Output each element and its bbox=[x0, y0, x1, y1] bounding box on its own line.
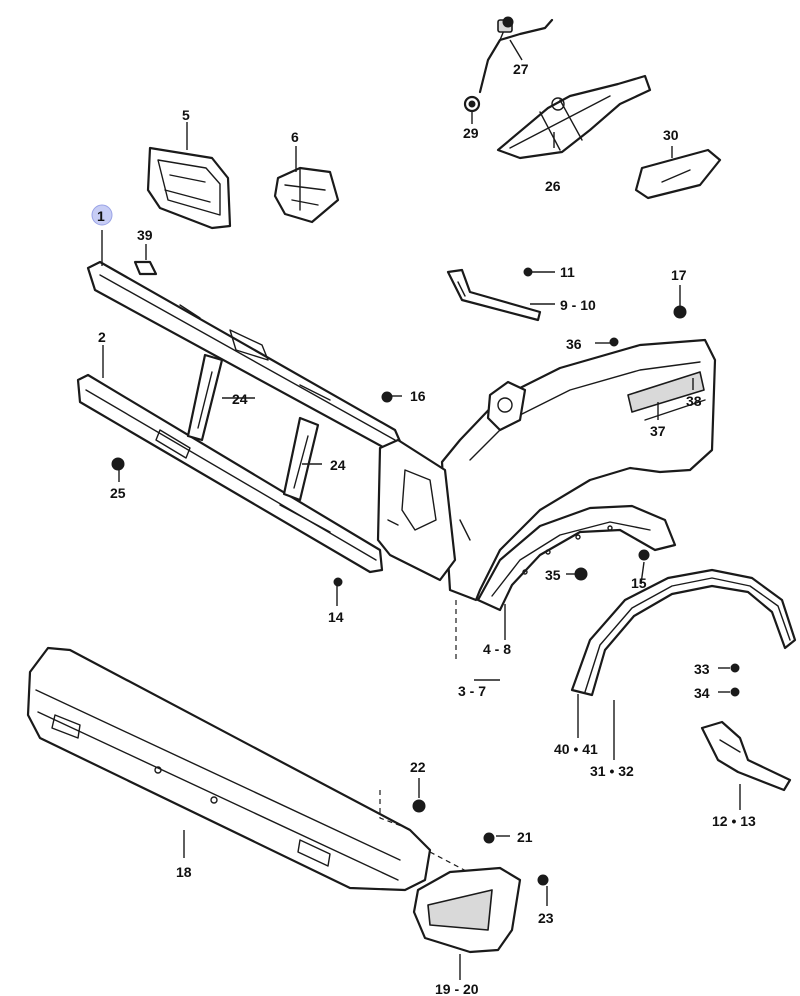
callout-16: 16 bbox=[410, 388, 426, 404]
fasteners bbox=[111, 16, 740, 886]
callout-27: 27 bbox=[513, 61, 529, 77]
callout-1: 1 bbox=[97, 208, 105, 224]
callout-29: 29 bbox=[463, 125, 479, 141]
callout-37: 37 bbox=[650, 423, 666, 439]
jack-cover bbox=[634, 148, 722, 200]
radiator-side-brace-left bbox=[186, 353, 224, 442]
leader-lines bbox=[101, 39, 741, 980]
callout-21: 21 bbox=[517, 829, 533, 845]
callout-31-32: 31 • 32 bbox=[590, 763, 634, 779]
wheel-arch-moulding bbox=[570, 568, 797, 697]
callout-17: 17 bbox=[671, 267, 687, 283]
grommet bbox=[463, 95, 481, 113]
callout-22: 22 bbox=[410, 759, 426, 775]
callout-9-10: 9 - 10 bbox=[560, 297, 596, 313]
callout-14: 14 bbox=[328, 609, 344, 625]
callout-38: 38 bbox=[686, 393, 702, 409]
callout-24b: 24 bbox=[330, 457, 346, 473]
fender-apron bbox=[376, 438, 457, 582]
radiator-lower-support bbox=[76, 373, 384, 574]
callout-2: 2 bbox=[98, 329, 106, 345]
callout-15: 15 bbox=[631, 575, 647, 591]
bracket-strap bbox=[446, 268, 542, 322]
selection-highlight bbox=[91, 204, 113, 226]
callout-11: 11 bbox=[560, 264, 575, 280]
callout-26: 26 bbox=[545, 178, 561, 194]
callout-5: 5 bbox=[182, 107, 190, 123]
callout-18: 18 bbox=[176, 864, 192, 880]
radiator-upper-support bbox=[86, 260, 404, 454]
scissor-jack bbox=[496, 74, 652, 160]
radiator-side-brace-right bbox=[282, 416, 320, 502]
fender-inner-liner bbox=[476, 504, 677, 612]
callout-6: 6 bbox=[291, 129, 299, 145]
mount-bracket bbox=[273, 166, 340, 224]
callout-34: 34 bbox=[694, 685, 710, 701]
callout-35: 35 bbox=[545, 567, 561, 583]
callout-39: 39 bbox=[137, 227, 153, 243]
callout-40-41: 40 • 41 bbox=[554, 741, 598, 757]
callout-12-13: 12 • 13 bbox=[712, 813, 756, 829]
callout-33: 33 bbox=[694, 661, 710, 677]
callout-30: 30 bbox=[663, 127, 679, 143]
callout-4-8: 4 - 8 bbox=[483, 641, 511, 657]
callout-36: 36 bbox=[566, 336, 582, 352]
callout-24a: 24 bbox=[232, 391, 248, 407]
callout-19-20: 19 - 20 bbox=[435, 981, 479, 996]
callout-25: 25 bbox=[110, 485, 126, 501]
clip bbox=[133, 260, 158, 276]
front-bumper bbox=[26, 646, 432, 892]
callout-labels: 1 2 3 - 7 4 - 8 5 6 9 - 10 11 12 • 13 14… bbox=[97, 61, 756, 996]
jack-handle bbox=[478, 18, 554, 94]
bumper-end-cap bbox=[412, 866, 522, 954]
callout-3-7: 3 - 7 bbox=[458, 683, 486, 699]
front-fender bbox=[440, 338, 717, 602]
mud-flap bbox=[700, 720, 792, 792]
headlamp-housing-bracket bbox=[146, 146, 232, 230]
callout-23: 23 bbox=[538, 910, 554, 926]
